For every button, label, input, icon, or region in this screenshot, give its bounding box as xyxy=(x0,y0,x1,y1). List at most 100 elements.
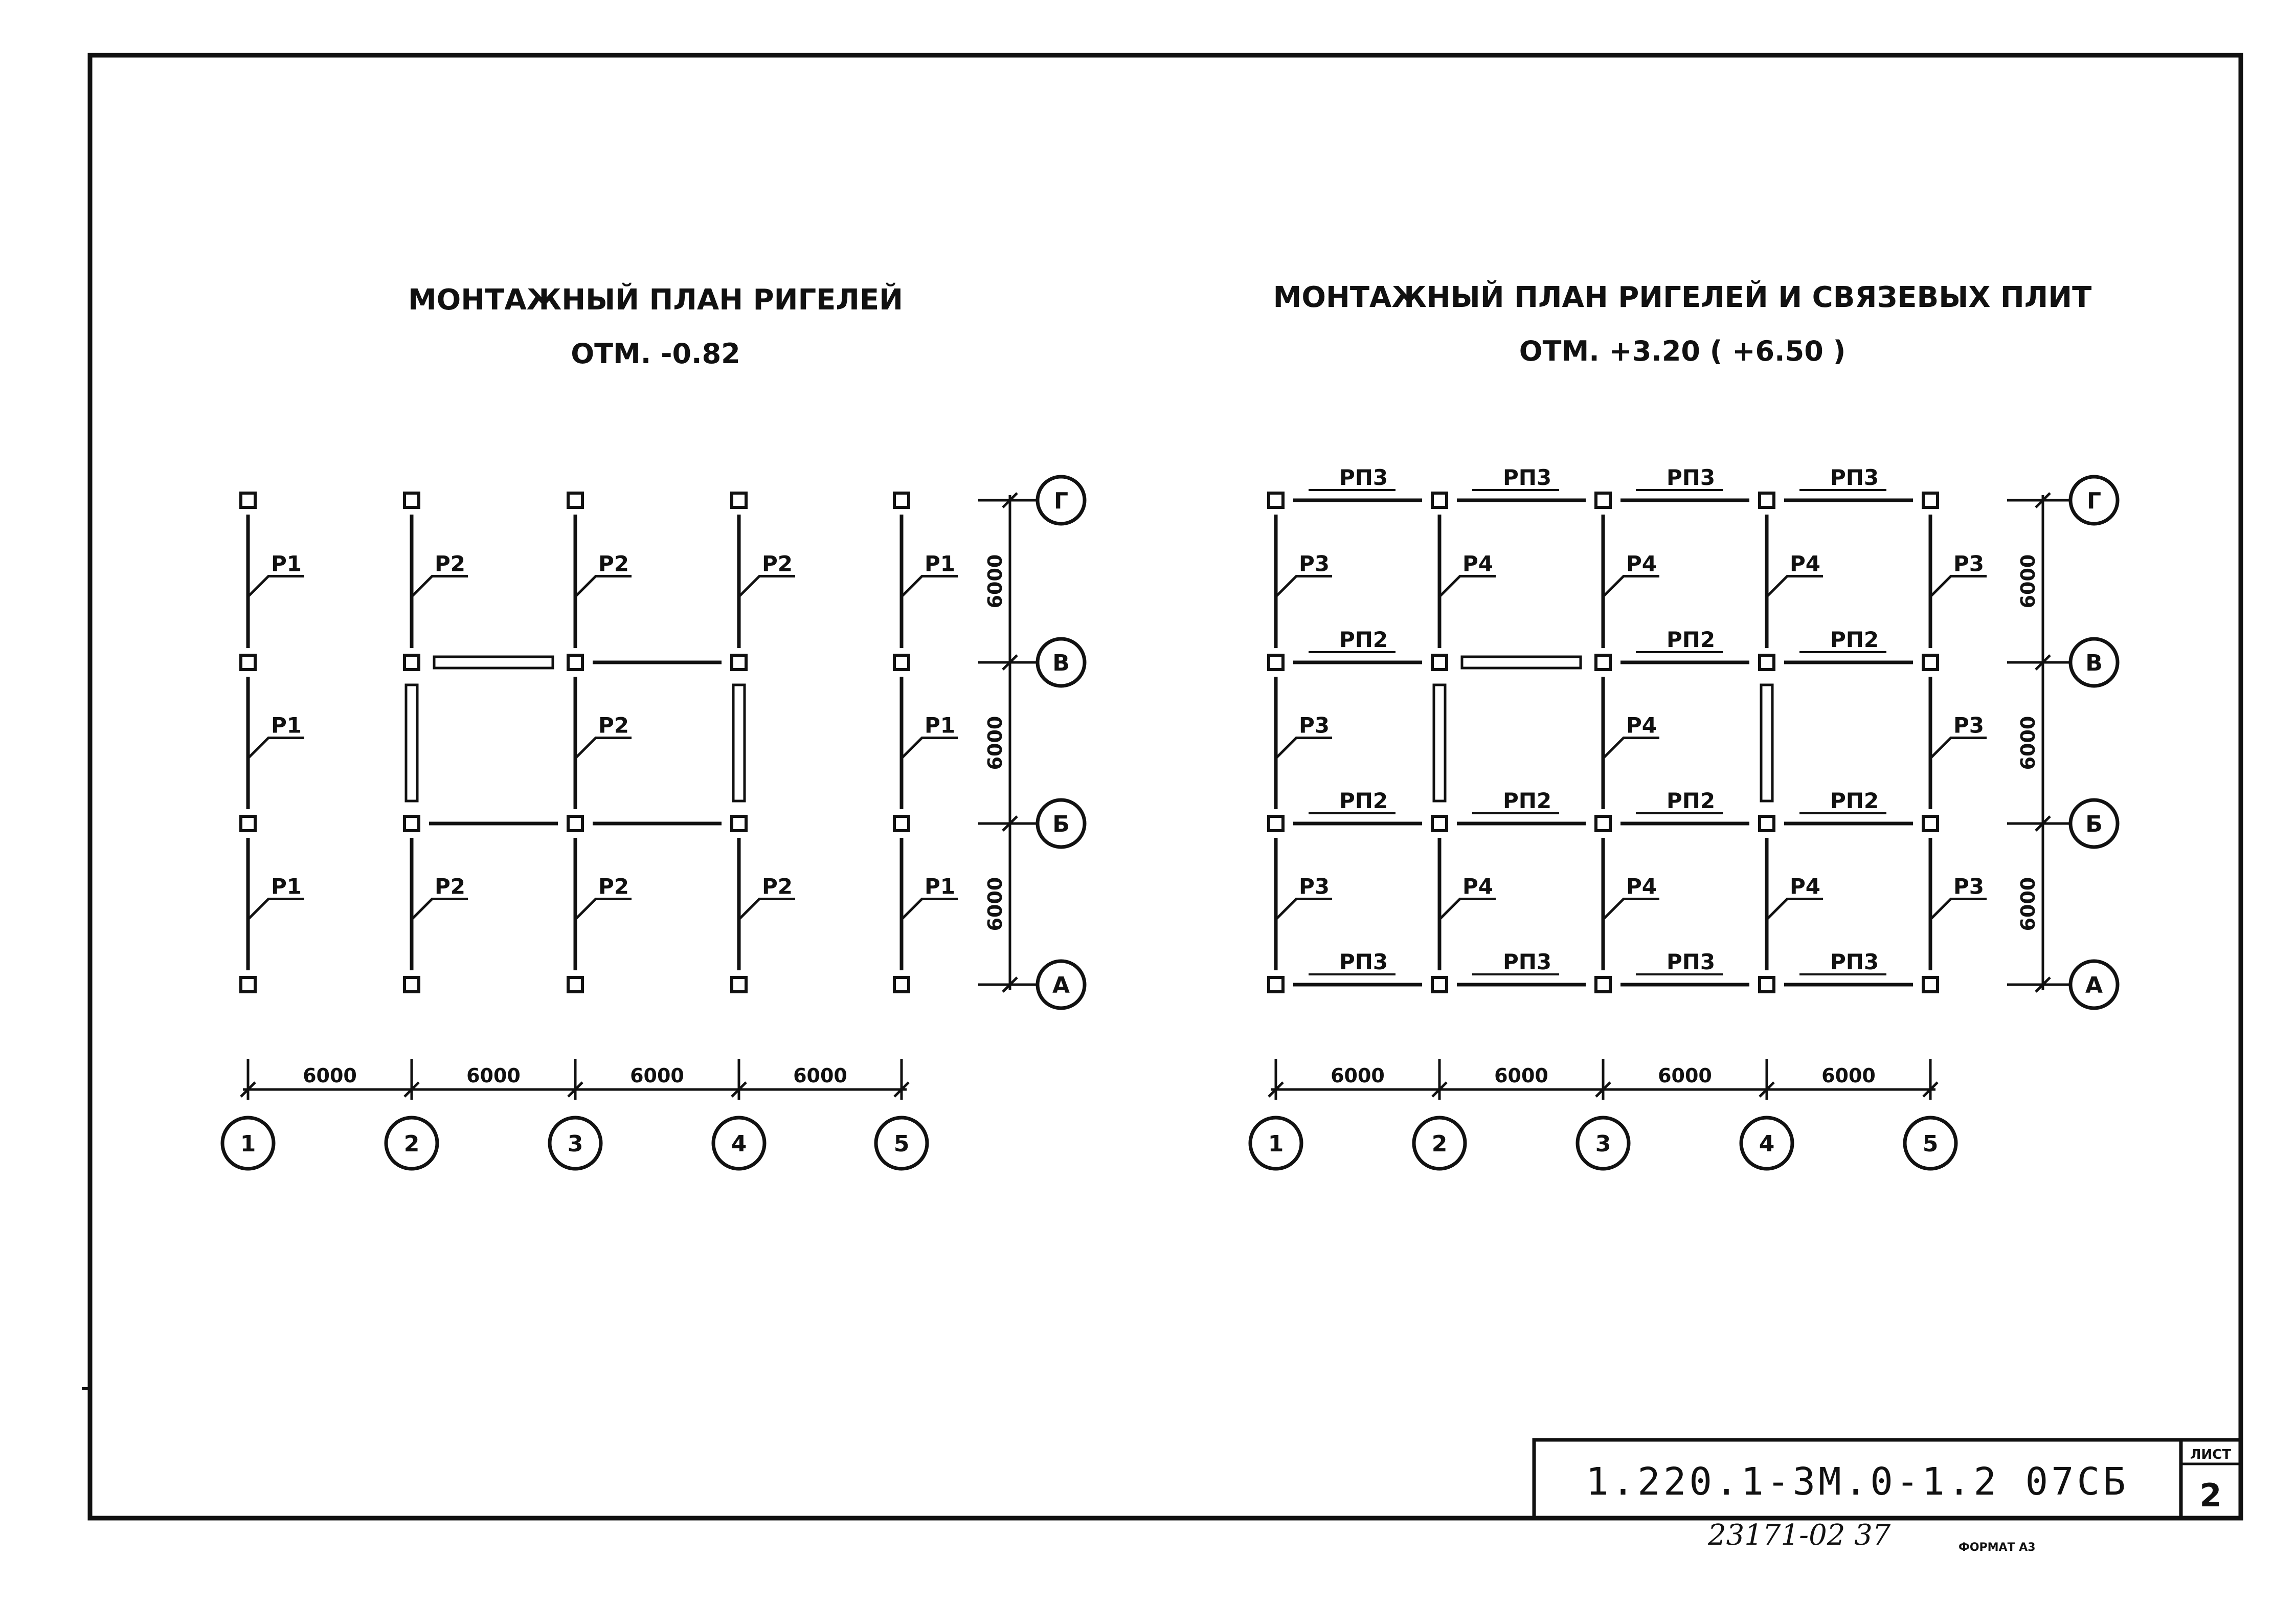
column-square xyxy=(1922,976,1939,993)
dimension-tick xyxy=(1002,976,1018,993)
column-square xyxy=(1922,492,1939,509)
row-axis-marker xyxy=(2068,637,2120,688)
column-axis-label: 3 xyxy=(1595,1131,1611,1157)
leader-line xyxy=(1602,737,1659,760)
girder-label: Р2 xyxy=(598,874,629,899)
dimension-value: 6000 xyxy=(1821,1064,1876,1087)
dimension-tick xyxy=(731,1081,747,1098)
column-square xyxy=(1594,654,1612,671)
dimension-tick xyxy=(1268,1081,1284,1098)
leader-line xyxy=(1602,575,1659,598)
leader-line xyxy=(1438,898,1496,921)
girder-label: Р1 xyxy=(925,874,955,899)
left-plan-title: МОНТАЖНЫЙ ПЛАН РИГЕЛЕЙ xyxy=(408,283,903,317)
girder-label: Р4 xyxy=(1626,713,1657,738)
dimension-value: 6000 xyxy=(984,716,1006,770)
column-square xyxy=(403,654,420,671)
leader-line xyxy=(574,737,632,760)
dimension-tick xyxy=(1002,815,1018,832)
sheet-label: ЛИСТ xyxy=(2190,1447,2231,1462)
leader-line xyxy=(738,898,795,921)
column-axis-marker xyxy=(384,1116,439,1171)
column-square xyxy=(1594,815,1612,832)
dimension-tick xyxy=(567,1081,583,1098)
girder-label: Р2 xyxy=(762,874,793,899)
dimension-tick xyxy=(2035,976,2051,993)
dimension-tick xyxy=(1759,1081,1775,1098)
column-square xyxy=(403,815,420,832)
dimension-value: 6000 xyxy=(1494,1064,1548,1087)
column-axis-label: 4 xyxy=(1759,1131,1775,1157)
column-square xyxy=(893,815,910,832)
slab-label: РП3 xyxy=(1667,949,1715,974)
column-axis-marker xyxy=(1575,1116,1631,1171)
girder-label: Р4 xyxy=(1462,551,1493,576)
column-square xyxy=(1267,492,1285,509)
dimension-value: 6000 xyxy=(466,1064,521,1087)
title-block: 1.220.1-3М.0-1.2 07СБ ЛИСТ 2 xyxy=(1532,1438,2243,1520)
slab-label: РП2 xyxy=(1830,788,1879,813)
column-square xyxy=(1267,976,1285,993)
column-square xyxy=(730,492,748,509)
row-axis-label: А xyxy=(2085,972,2103,998)
column-axis-marker xyxy=(711,1116,767,1171)
leader-line xyxy=(1929,737,1987,760)
column-axis-marker xyxy=(548,1116,603,1171)
girder-label: Р3 xyxy=(1299,713,1330,738)
column-square xyxy=(1431,654,1448,671)
vertical-slab xyxy=(732,683,746,803)
column-axis-marker xyxy=(220,1116,276,1171)
row-axis-marker xyxy=(2068,475,2120,526)
dimension-tick xyxy=(1002,492,1018,508)
leader-line xyxy=(1438,575,1496,598)
column-axis-label: 1 xyxy=(240,1131,256,1157)
column-square xyxy=(1758,492,1775,509)
left-plan-subtitle: ОТМ. -0.82 xyxy=(571,338,740,370)
column-square xyxy=(239,976,257,993)
dimension-tick xyxy=(1922,1081,1939,1098)
right-plan-title: МОНТАЖНЫЙ ПЛАН РИГЕЛЕЙ И СВЯЗЕВЫХ ПЛИТ xyxy=(1273,280,2092,314)
leader-line xyxy=(1929,575,1987,598)
dimension-tick xyxy=(2035,492,2051,508)
girder-label: Р2 xyxy=(762,551,793,576)
drawing-code: 1.220.1-3М.0-1.2 07СБ xyxy=(1586,1460,2129,1504)
column-axis-label: 5 xyxy=(894,1131,910,1157)
leader-line xyxy=(411,575,468,598)
girder-label: Р4 xyxy=(1462,874,1493,899)
handwritten-number: 23171-02 37 xyxy=(1707,1519,1891,1552)
leader-line xyxy=(247,737,304,760)
leader-line xyxy=(1766,898,1823,921)
horizontal-slab xyxy=(433,655,554,670)
leader-line xyxy=(574,575,632,598)
column-square xyxy=(730,815,748,832)
column-square xyxy=(893,492,910,509)
column-square xyxy=(239,815,257,832)
dimension-value: 6000 xyxy=(2017,716,2039,770)
slab-label: РП3 xyxy=(1667,465,1715,490)
column-axis-marker xyxy=(1739,1116,1794,1171)
slab-label: РП2 xyxy=(1503,788,1551,813)
column-square xyxy=(1758,976,1775,993)
slab-label: РП3 xyxy=(1503,949,1551,974)
column-square xyxy=(730,976,748,993)
slab-label: РП2 xyxy=(1830,627,1879,652)
column-square xyxy=(1594,976,1612,993)
row-axis-label: А xyxy=(1052,972,1070,998)
girder-label: Р4 xyxy=(1626,551,1657,576)
girder-label: Р1 xyxy=(271,551,302,576)
vertical-slab xyxy=(404,683,419,803)
column-axis-marker xyxy=(1412,1116,1467,1171)
column-square xyxy=(567,815,584,832)
leader-line xyxy=(1602,898,1659,921)
leader-line xyxy=(574,898,632,921)
girder-label: Р3 xyxy=(1299,874,1330,899)
row-axis-marker xyxy=(2068,798,2120,849)
column-axis-label: 3 xyxy=(568,1131,583,1157)
column-square xyxy=(1267,815,1285,832)
dimension-tick xyxy=(2035,654,2051,671)
girder-label: Р1 xyxy=(271,713,302,738)
leader-line xyxy=(738,575,795,598)
column-axis-marker xyxy=(1903,1116,1958,1171)
leader-line xyxy=(411,898,468,921)
row-axis-marker xyxy=(1036,475,1087,526)
